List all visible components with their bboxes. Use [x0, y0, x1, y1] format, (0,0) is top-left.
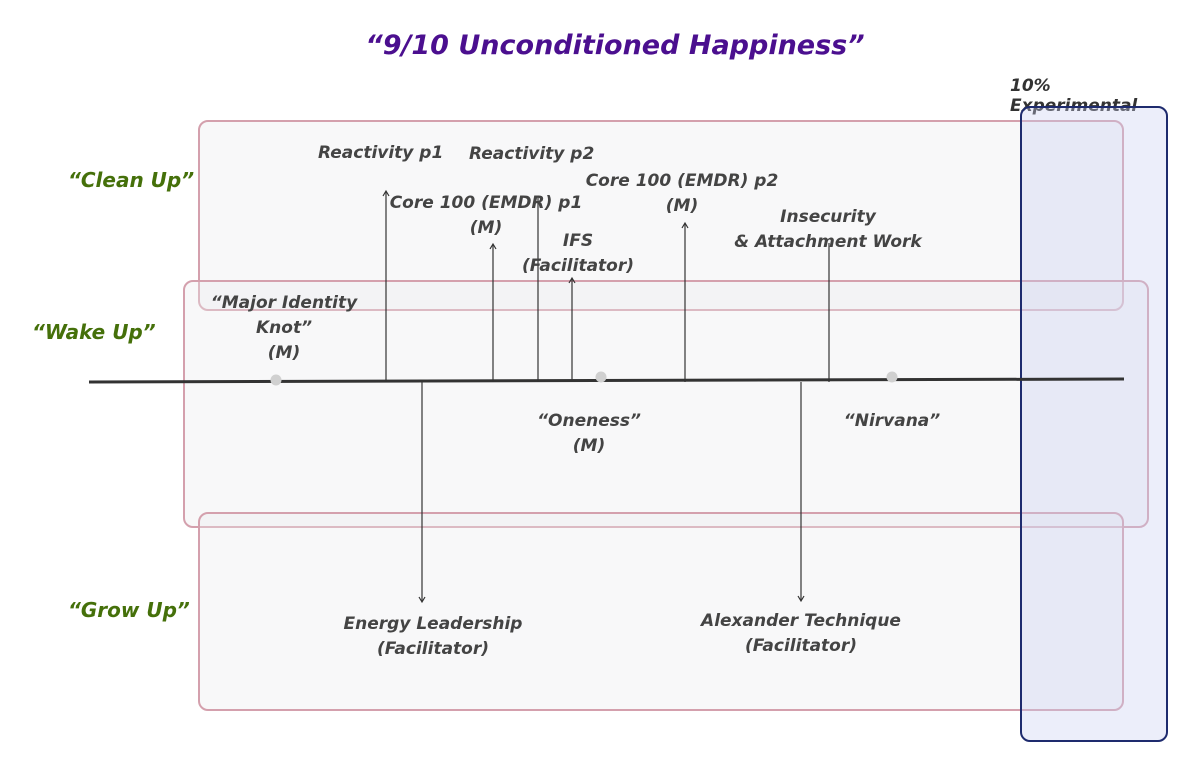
reactivity-p1-label: Reactivity p1 — [318, 143, 444, 163]
insecurity-line2: & Attachment Work — [734, 232, 922, 252]
oneness-line1: “Oneness” — [537, 411, 641, 431]
oneness-label: “Oneness” (M) — [519, 409, 659, 459]
timeline-axis — [88, 377, 1125, 384]
clean-up-box — [198, 120, 1124, 311]
alexander-line1: Alexander Technique — [701, 611, 901, 631]
core100-p1-label: Core 100 (EMDR) p1 (M) — [386, 191, 586, 241]
clean-up-label: “Clean Up” — [68, 168, 195, 192]
ifs-arrowhead — [568, 276, 576, 284]
alexander-line2: (Facilitator) — [744, 636, 858, 656]
oneness-line2: (M) — [572, 436, 606, 456]
energy-leadership-label: Energy Leadership (Facilitator) — [333, 612, 533, 662]
oneness-node — [595, 371, 607, 383]
reactivity-p2-label: Reactivity p2 — [469, 144, 595, 164]
core100-p2-arrowhead — [681, 221, 689, 229]
grow-up-box — [198, 512, 1124, 711]
identity-line2: Knot” — [255, 318, 313, 338]
ifs-label: IFS (Facilitator) — [508, 229, 648, 279]
core100-p2-line1: Core 100 (EMDR) p2 — [585, 171, 779, 191]
nirvana-label: “Nirvana” — [843, 411, 941, 431]
insecurity-line1: Insecurity — [780, 207, 876, 227]
reactivity-p1-arrowhead — [382, 189, 390, 197]
ifs-line1: IFS — [562, 231, 594, 251]
energy-line1: Energy Leadership — [343, 614, 523, 634]
energy-arrowhead — [418, 596, 426, 604]
alexander-arrowhead — [797, 595, 805, 603]
alexander-technique-label: Alexander Technique (Facilitator) — [691, 609, 911, 659]
experimental-box — [1020, 106, 1168, 742]
insecurity-label: Insecurity & Attachment Work — [718, 205, 938, 255]
diagram-title: “9/10 Unconditioned Happiness” — [365, 30, 865, 61]
core100-p1-line2: (M) — [469, 218, 503, 238]
core100-p2-line2: (M) — [665, 196, 699, 216]
identity-node — [270, 374, 282, 386]
grow-up-label: “Grow Up” — [68, 598, 190, 622]
energy-line2: (Facilitator) — [376, 639, 490, 659]
core100-p1-arrowhead — [489, 242, 497, 250]
identity-line3: (M) — [267, 343, 301, 363]
identity-line1: “Major Identity — [210, 293, 358, 313]
core100-p2-label: Core 100 (EMDR) p2 (M) — [582, 169, 782, 219]
wake-up-box — [183, 280, 1149, 528]
wake-up-label: “Wake Up” — [32, 320, 156, 344]
nirvana-node — [886, 371, 898, 383]
core100-p1-line1: Core 100 (EMDR) p1 — [389, 193, 583, 213]
identity-knot-label: “Major Identity Knot” (M) — [199, 291, 369, 366]
ifs-line2: (Facilitator) — [521, 256, 635, 276]
